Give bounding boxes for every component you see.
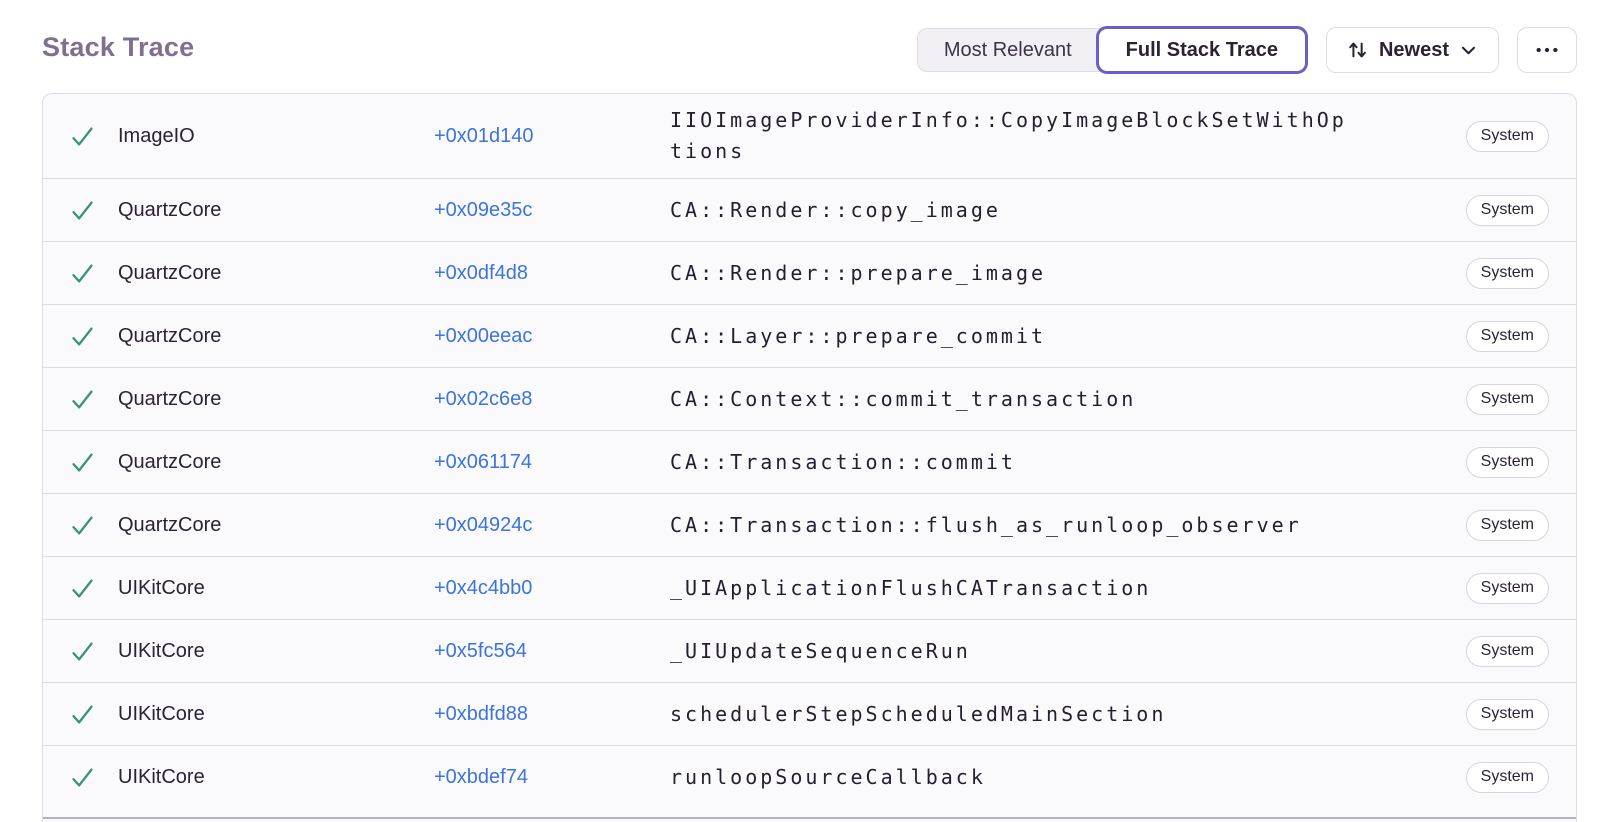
toggle-full-stack-trace[interactable]: Full Stack Trace	[1095, 26, 1308, 74]
checkmark-icon	[69, 701, 96, 728]
frame-function: CA::Render::copy_image	[670, 197, 1001, 222]
ellipsis-icon	[1534, 40, 1560, 60]
toggle-most-relevant[interactable]: Most Relevant	[916, 28, 1102, 72]
frame-function: CA::Transaction::flush_as_runloop_observ…	[670, 512, 1302, 537]
system-badge: System	[1465, 446, 1549, 478]
stack-frame-row[interactable]: UIKitCore +0x5fc564 _UIUpdateSequenceRun…	[43, 619, 1576, 682]
frame-function: CA::Context::commit_transaction	[670, 386, 1137, 411]
frame-function: _UIUpdateSequenceRun	[670, 638, 971, 663]
stack-frame-row[interactable]: UIKitCore +0xbdef74 runloopSourceCallbac…	[43, 745, 1576, 808]
frame-function: IIOImageProviderInfo::CopyImageBlockSetW…	[670, 108, 1347, 163]
frame-module: QuartzCore	[118, 513, 222, 536]
frame-function: CA::Transaction::commit	[670, 449, 1016, 474]
system-badge: System	[1465, 635, 1549, 667]
frame-function: _UIApplicationFlushCATransaction	[670, 575, 1152, 600]
scroll-divider	[43, 817, 1576, 819]
system-badge: System	[1465, 572, 1549, 604]
checkmark-icon	[69, 123, 96, 150]
stack-frame-row[interactable]: QuartzCore +0x09e35c CA::Render::copy_im…	[43, 178, 1576, 241]
frame-module: QuartzCore	[118, 261, 222, 284]
frame-address-link[interactable]: +0x5fc564	[434, 639, 527, 662]
frame-module: QuartzCore	[118, 450, 222, 473]
trace-view-toggle: Most Relevant Full Stack Trace	[916, 26, 1308, 74]
toggle-most-relevant-label: Most Relevant	[943, 38, 1072, 61]
system-badge: System	[1465, 509, 1549, 541]
frame-module: QuartzCore	[118, 387, 222, 410]
checkmark-icon	[69, 386, 96, 413]
checkmark-icon	[69, 638, 96, 665]
checkmark-icon	[69, 323, 96, 350]
stack-frame-row[interactable]: QuartzCore +0x04924c CA::Transaction::fl…	[43, 493, 1576, 556]
frame-module: ImageIO	[118, 124, 195, 147]
frame-address-link[interactable]: +0x4c4bb0	[434, 576, 533, 599]
sort-newest-button[interactable]: Newest	[1325, 27, 1499, 73]
sort-arrows-icon	[1347, 39, 1369, 61]
system-badge: System	[1465, 320, 1549, 352]
frame-address-link[interactable]: +0x09e35c	[434, 198, 533, 221]
frame-function: schedulerStepScheduledMainSection	[670, 701, 1167, 726]
frame-module: UIKitCore	[118, 639, 205, 662]
checkmark-icon	[69, 764, 96, 791]
checkmark-icon	[69, 449, 96, 476]
frame-module: QuartzCore	[118, 324, 222, 347]
stack-frame-row[interactable]: UIKitCore +0xbdfd88 schedulerStepSchedul…	[43, 682, 1576, 745]
frame-address-link[interactable]: +0x00eeac	[434, 324, 533, 347]
frame-function: CA::Layer::prepare_commit	[670, 323, 1047, 348]
frame-address-link[interactable]: +0x02c6e8	[434, 387, 533, 410]
checkmark-icon	[69, 575, 96, 602]
frame-module: UIKitCore	[118, 702, 205, 725]
system-badge: System	[1465, 120, 1549, 152]
system-badge: System	[1465, 257, 1549, 289]
frame-address-link[interactable]: +0x04924c	[434, 513, 533, 536]
frame-address-link[interactable]: +0x061174	[434, 450, 533, 473]
frame-address-link[interactable]: +0xbdfd88	[434, 702, 528, 725]
stack-frame-row[interactable]: QuartzCore +0x00eeac CA::Layer::prepare_…	[43, 304, 1576, 367]
stack-frame-row[interactable]: QuartzCore +0x061174 CA::Transaction::co…	[43, 430, 1576, 493]
stack-frame-row[interactable]: QuartzCore +0x0df4d8 CA::Render::prepare…	[43, 241, 1576, 304]
frame-address-link[interactable]: +0xbdef74	[434, 765, 528, 788]
checkmark-icon	[69, 260, 96, 287]
system-badge: System	[1465, 194, 1549, 226]
system-badge: System	[1465, 383, 1549, 415]
header-controls: Most Relevant Full Stack Trace Newest	[916, 26, 1577, 74]
system-badge: System	[1465, 761, 1549, 793]
page-title: Stack Trace	[42, 32, 195, 62]
chevron-down-icon	[1459, 41, 1478, 60]
stack-trace-table: ImageIO +0x01d140 IIOImageProviderInfo::…	[42, 93, 1577, 822]
stack-frame-row[interactable]: UIKitCore +0x4c4bb0 _UIApplicationFlushC…	[43, 556, 1576, 619]
toggle-full-stack-trace-label: Full Stack Trace	[1125, 38, 1278, 61]
frame-module: UIKitCore	[118, 765, 205, 788]
frame-function: runloopSourceCallback	[670, 764, 986, 789]
stack-frame-row[interactable]: QuartzCore +0x02c6e8 CA::Context::commit…	[43, 367, 1576, 430]
frame-function: CA::Render::prepare_image	[670, 260, 1047, 285]
stack-frame-row[interactable]: ImageIO +0x01d140 IIOImageProviderInfo::…	[43, 94, 1576, 178]
frame-module: QuartzCore	[118, 198, 222, 221]
sort-newest-label: Newest	[1378, 38, 1449, 61]
checkmark-icon	[69, 197, 96, 224]
frame-module: UIKitCore	[118, 576, 205, 599]
checkmark-icon	[69, 512, 96, 539]
more-options-button[interactable]	[1517, 27, 1577, 73]
frame-address-link[interactable]: +0x01d140	[434, 124, 534, 147]
system-badge: System	[1465, 698, 1549, 730]
frame-address-link[interactable]: +0x0df4d8	[434, 261, 528, 284]
